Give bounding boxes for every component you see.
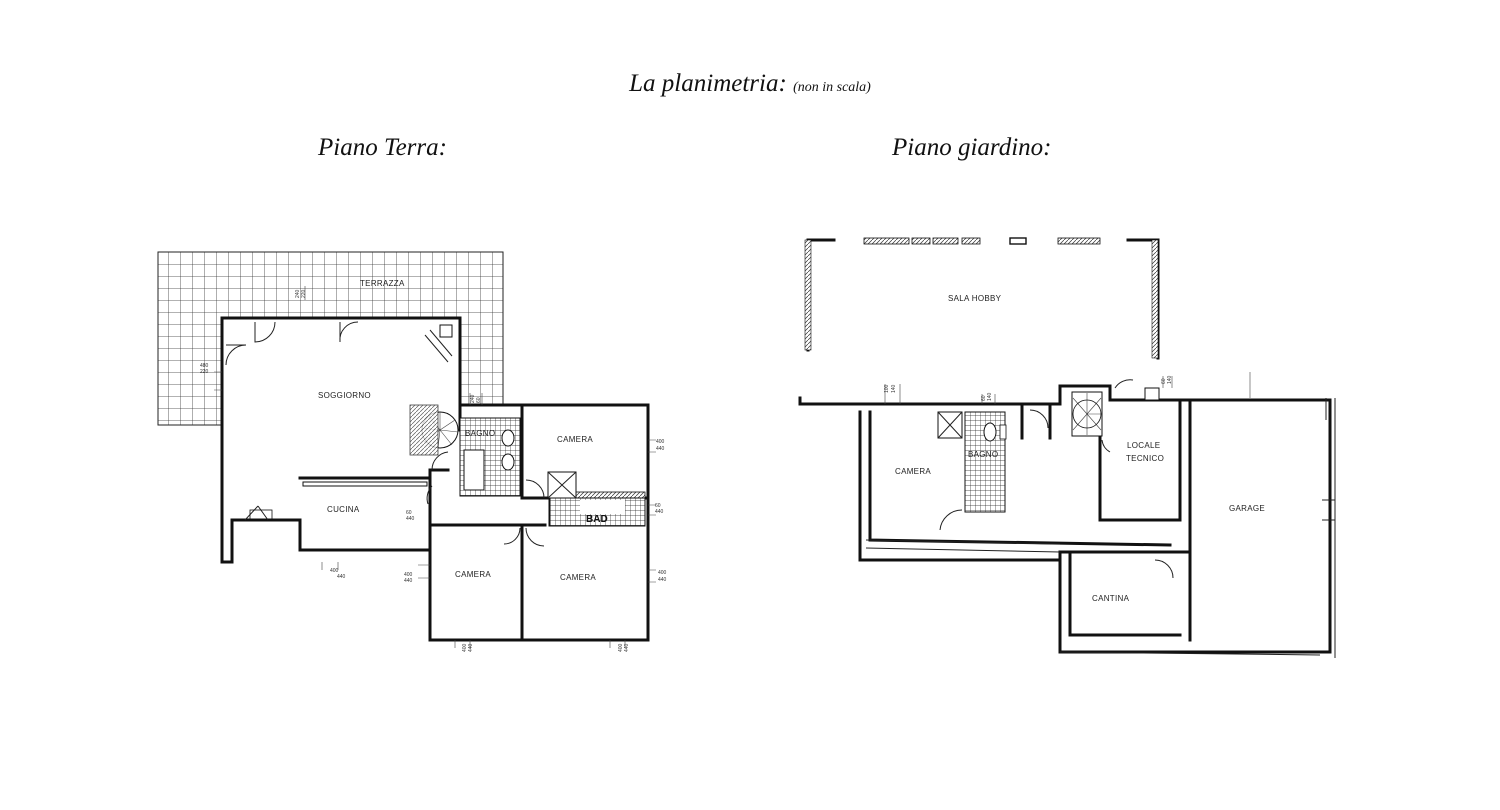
- door-swing: [1101, 439, 1111, 453]
- svg-text:440: 440: [337, 574, 346, 580]
- svg-text:400: 400: [656, 439, 665, 445]
- svg-text:60: 60: [406, 510, 412, 516]
- door-swing: [339, 321, 359, 343]
- plan-piano-giardino: 100 140 60 140 60 140 SALA HOBBY CAMERA …: [798, 237, 1336, 658]
- door-swing: [225, 344, 247, 366]
- svg-text:100: 100: [884, 384, 890, 393]
- label-camera-3: CAMERA: [560, 573, 596, 582]
- french-door: [244, 505, 269, 521]
- label-camera-1: CAMERA: [557, 435, 593, 444]
- label-terrazza: TERRAZZA: [360, 279, 405, 288]
- svg-text:440: 440: [658, 577, 667, 583]
- door-swing: [1114, 379, 1134, 389]
- svg-text:240: 240: [295, 289, 301, 298]
- label-sala-hobby: SALA HOBBY: [948, 294, 1002, 303]
- washbasin: [501, 453, 515, 471]
- door-swing: [1154, 559, 1174, 579]
- svg-text:440: 440: [406, 516, 415, 522]
- bathtub: [463, 449, 485, 491]
- svg-text:220: 220: [200, 369, 209, 375]
- label-locale: LOCALE: [1127, 441, 1160, 450]
- ground-floor-walls: [220, 316, 650, 642]
- window-marks: [214, 286, 656, 648]
- svg-text:140: 140: [1167, 375, 1173, 384]
- door-swing: [503, 527, 521, 545]
- garage-door: [1322, 499, 1335, 521]
- page-title: La planimetria: (non in scala): [0, 70, 1500, 98]
- door-swing: [525, 479, 545, 499]
- toilet: [501, 429, 515, 447]
- svg-text:440: 440: [468, 643, 474, 652]
- svg-text:140: 140: [987, 392, 993, 401]
- label-bagno: BAGNO: [968, 450, 998, 459]
- label-bagno: BAGNO: [465, 429, 495, 438]
- spiral-staircase: [409, 404, 459, 456]
- svg-text:60: 60: [981, 395, 987, 401]
- label-garage: GARAGE: [1229, 504, 1265, 513]
- svg-text:400: 400: [658, 570, 667, 576]
- scale-note: (non in scala): [793, 80, 871, 95]
- svg-text:220: 220: [301, 289, 307, 298]
- svg-text:140: 140: [891, 384, 897, 393]
- heading-piano-giardino: Piano giardino:: [892, 134, 1052, 161]
- glass-wall: [863, 237, 1101, 245]
- svg-text:400: 400: [404, 572, 413, 578]
- label-soggiorno: SOGGIORNO: [318, 391, 371, 400]
- svg-text:480: 480: [200, 363, 209, 369]
- door-swing: [254, 321, 276, 343]
- label-cantina: CANTINA: [1092, 594, 1130, 603]
- label-tecnico: TECNICO: [1126, 454, 1164, 463]
- svg-text:60: 60: [1161, 378, 1167, 384]
- heading-piano-terra: Piano Terra:: [318, 134, 447, 161]
- title-text: La planimetria:: [629, 70, 787, 97]
- door-swing: [525, 527, 545, 547]
- label-cucina: CUCINA: [327, 505, 360, 514]
- svg-text:440: 440: [624, 643, 630, 652]
- svg-text:240: 240: [470, 394, 476, 403]
- door-swing: [426, 485, 433, 505]
- door-swing: [1029, 409, 1049, 429]
- garden-floor-inner-walls: [868, 398, 1192, 642]
- svg-text:60: 60: [476, 397, 482, 403]
- svg-text:440: 440: [655, 509, 664, 515]
- window-marks: [884, 376, 1173, 404]
- garden-floor-walls: [798, 384, 1332, 654]
- door-swing: [431, 451, 449, 471]
- plan-piano-terra: 240 220 480 220 400 440 60 440 400 440 6…: [157, 251, 667, 652]
- svg-text:440: 440: [656, 446, 665, 452]
- svg-text:440: 440: [404, 578, 413, 584]
- spiral-staircase: [1071, 391, 1103, 437]
- svg-text:400: 400: [618, 643, 624, 652]
- svg-text:60: 60: [655, 503, 661, 509]
- label-camera-2: CAMERA: [455, 570, 491, 579]
- svg-text:400: 400: [330, 568, 339, 574]
- label-camera: CAMERA: [895, 467, 931, 476]
- door-swing: [939, 509, 963, 531]
- svg-text:400: 400: [462, 643, 468, 652]
- label-bad: BAD: [586, 514, 608, 525]
- toilet: [983, 422, 997, 442]
